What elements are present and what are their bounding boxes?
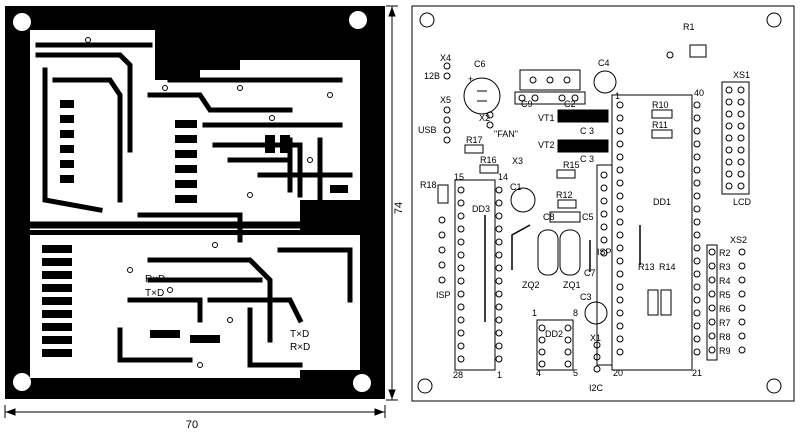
- silk-wires: [484, 215, 641, 322]
- label-dd2: DD2: [545, 329, 563, 339]
- label-pin15-dd3: 15: [454, 172, 464, 182]
- copper-layer-panel: R×D T×D T×D R×D: [5, 6, 385, 399]
- silk-components: [437, 44, 750, 373]
- label-r7: R7: [719, 318, 731, 328]
- label-r15: R15: [563, 160, 580, 170]
- label-r14: R14: [659, 262, 676, 272]
- label-r16: R16: [480, 155, 497, 165]
- label-isp-mid: ISP: [597, 247, 612, 257]
- label-pin8-dd2: 8: [573, 308, 578, 318]
- label-r17: R17: [466, 135, 483, 145]
- label-dd1: DD1: [653, 197, 671, 207]
- label-x3: X3: [512, 156, 523, 166]
- mounting-hole-bottom-right: [353, 374, 371, 392]
- label-pin14-dd3: 14: [498, 172, 508, 182]
- mounting-hole-top-left: [13, 13, 31, 31]
- label-r3: R3: [719, 262, 731, 272]
- label-plus: +: [468, 74, 473, 84]
- label-x2: X2: [479, 113, 490, 123]
- label-vt1: VT1: [538, 113, 555, 123]
- label-r2: R2: [719, 248, 731, 258]
- label-r13: R13: [638, 262, 655, 272]
- label-r6: R6: [719, 304, 731, 314]
- trace-label-txd-1: T×D: [145, 288, 164, 299]
- label-pin1-dd2: 1: [532, 308, 537, 318]
- label-r9: R9: [719, 346, 731, 356]
- label-r8: R8: [719, 332, 731, 342]
- label-12v: 12B: [424, 71, 440, 81]
- silk-hole-tr: [766, 12, 782, 28]
- label-pin21-dd1: 21: [692, 368, 702, 378]
- trace-label-rxd-1: R×D: [145, 274, 165, 285]
- copper-traces: [26, 42, 364, 368]
- label-pin40-dd1: 40: [694, 88, 704, 98]
- label-c3-a: C 3: [580, 126, 594, 136]
- label-pin20-dd1: 20: [613, 368, 623, 378]
- smd-pads: [42, 100, 348, 357]
- label-c5: C5: [582, 212, 594, 222]
- label-zq1: ZQ1: [563, 280, 581, 290]
- dimension-width-label: 70: [186, 419, 198, 431]
- vias: [85, 37, 333, 368]
- label-c3-small: C3: [580, 292, 592, 302]
- label-r1: R1: [683, 22, 695, 32]
- label-i2c: I2C: [589, 383, 604, 393]
- label-zq2: ZQ2: [522, 280, 540, 290]
- silk-hole-br: [766, 378, 782, 394]
- label-r10: R10: [652, 100, 669, 110]
- label-lcd: LCD: [733, 197, 752, 207]
- silkscreen-panel: X4 C6 + 12B X5 USB X2 "FAN" C9 C2 VT1 VT…: [411, 5, 795, 402]
- label-c2: C2: [564, 99, 576, 109]
- mounting-hole-bottom-left: [13, 373, 31, 391]
- silk-hole-tl: [419, 12, 435, 28]
- label-r11: R11: [652, 120, 668, 130]
- mounting-hole-top-right: [349, 11, 367, 29]
- label-c6: C6: [474, 59, 486, 69]
- dd1-pins: [438, 101, 746, 368]
- label-pin5-dd2: 5: [573, 368, 578, 378]
- label-x4: X4: [440, 53, 451, 63]
- label-pin28-dd3: 28: [453, 370, 463, 380]
- label-c7: C7: [584, 268, 596, 278]
- label-r4: R4: [719, 276, 731, 286]
- label-r5: R5: [719, 290, 731, 300]
- label-dd3: DD3: [472, 204, 490, 214]
- trace-label-txd-2: T×D: [290, 329, 309, 340]
- label-pin4-dd2: 4: [536, 368, 541, 378]
- label-usb: USB: [418, 125, 437, 135]
- label-x5: X5: [440, 95, 451, 105]
- label-c8: C8: [543, 212, 555, 222]
- dimension-annotations: [4, 5, 398, 418]
- label-x1: X1: [590, 333, 601, 343]
- label-xs1: XS1: [733, 70, 750, 80]
- label-r18: R18: [420, 180, 437, 190]
- label-vt2: VT2: [538, 140, 555, 150]
- silk-hole-bl: [417, 378, 433, 394]
- label-c4: C4: [598, 58, 610, 68]
- label-xs2: XS2: [730, 235, 747, 245]
- label-pin1-dd1: 1: [615, 91, 620, 101]
- trace-label-rxd-2: R×D: [290, 342, 310, 353]
- label-c1: C1: [510, 182, 522, 192]
- label-isp-left: ISP: [436, 290, 451, 300]
- label-r12: R12: [556, 190, 573, 200]
- label-c9: C9: [521, 99, 533, 109]
- dimension-height-label: 74: [393, 202, 405, 214]
- silk-labels: X4 C6 + 12B X5 USB X2 "FAN" C9 C2 VT1 VT…: [418, 22, 752, 393]
- label-c3-b: C 3: [580, 154, 594, 164]
- label-pin1-dd3: 1: [497, 370, 502, 380]
- label-fan: "FAN": [494, 129, 518, 139]
